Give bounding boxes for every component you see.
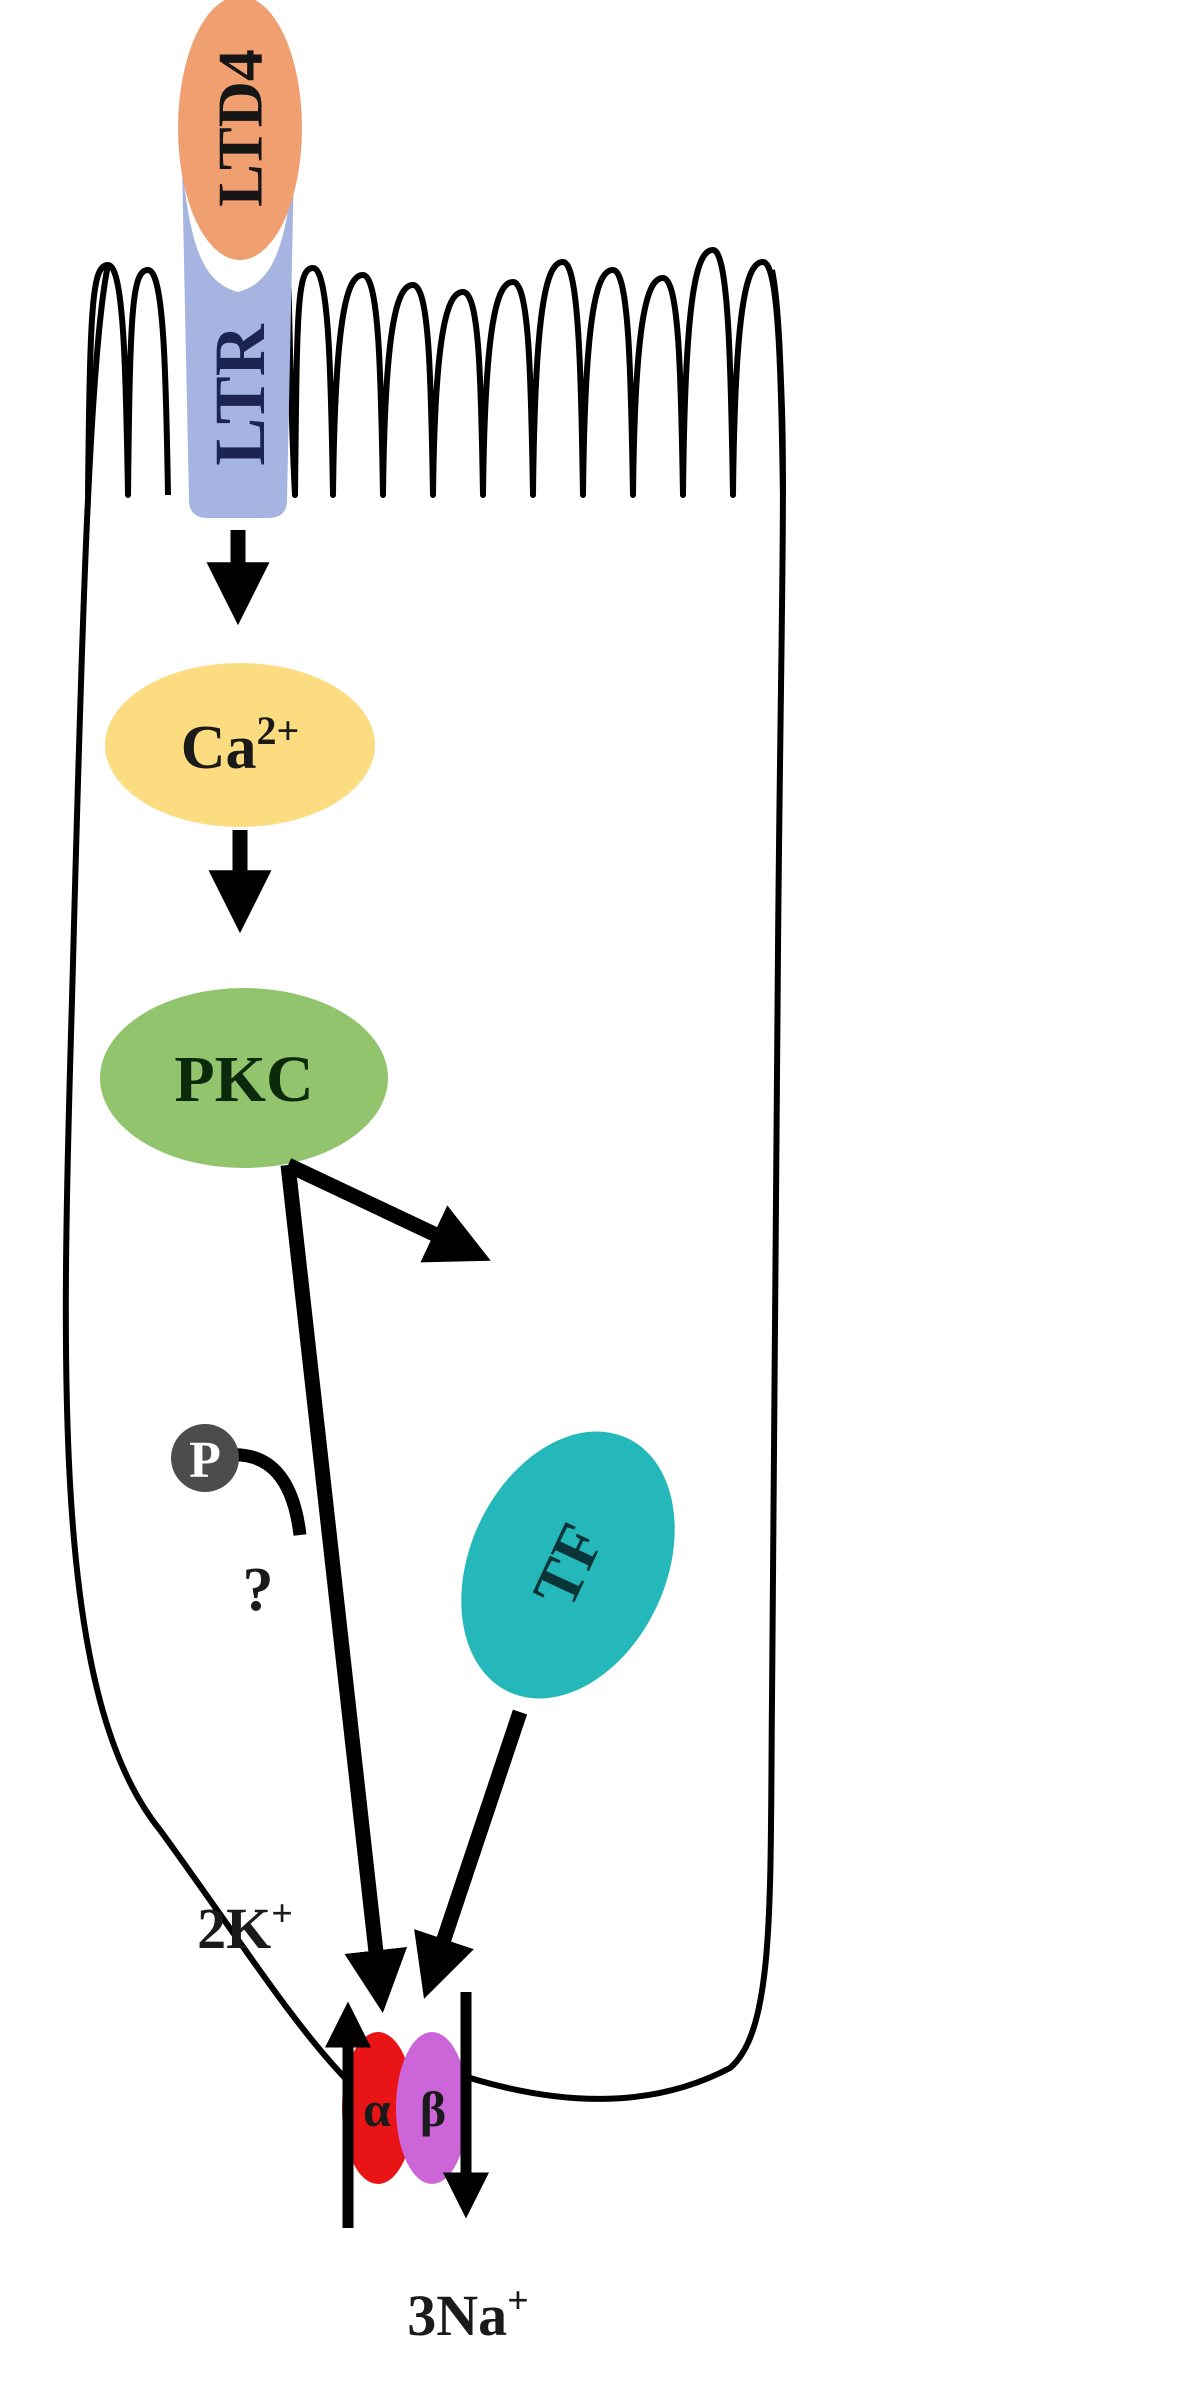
potassium-label-main: 2K — [197, 1896, 271, 1961]
unknown-mechanism-label: ? — [243, 1556, 274, 1624]
tf-ellipse — [461, 1431, 675, 1699]
calcium-label-main: Ca — [181, 714, 257, 782]
beta-subunit — [396, 2032, 468, 2184]
sodium-label-superscript: + — [507, 2280, 529, 2322]
pathway-arrows — [206, 530, 528, 2014]
beta-subunit-label: β — [420, 2081, 446, 2137]
ltr-receptor: LTR — [182, 165, 294, 518]
pkc-node: PKC — [100, 988, 388, 1168]
alpha-subunit — [342, 2032, 414, 2184]
ltd4-ligand: LTD4 — [178, 0, 302, 260]
microvilli-membrane — [85, 247, 786, 498]
calcium-ellipse — [105, 663, 375, 827]
sodium-label: 3Na+ — [407, 2280, 529, 2348]
cell-membrane-outline — [62, 264, 786, 2102]
ltr-label: LTR — [200, 323, 280, 465]
arrow-tf-to-pump — [414, 1709, 528, 1999]
ltd4-ellipse — [178, 0, 302, 260]
na-k-pump: α β — [324, 1992, 490, 2228]
tf-node: TF — [461, 1431, 675, 1699]
potassium-label: 2K+ — [197, 1893, 293, 1961]
calcium-node: Ca2+ — [105, 663, 375, 827]
alpha-subunit-label: α — [363, 2081, 391, 2137]
pkc-label: PKC — [174, 1043, 313, 1116]
potassium-label-superscript: + — [271, 1893, 293, 1935]
pkc-ellipse — [100, 988, 388, 1168]
phosphate-node: P — [171, 1424, 239, 1492]
arrow-pkc-to-pump — [280, 1164, 408, 2014]
calcium-label-superscript: 2+ — [256, 708, 299, 753]
ltr-receptor-body — [182, 165, 294, 518]
arrow-pkc-to-tf — [284, 1158, 491, 1263]
ltd4-label: LTD4 — [205, 49, 276, 207]
phosphate-connector — [227, 1448, 307, 1536]
calcium-label: Ca2+ — [181, 708, 300, 782]
sodium-label-main: 3Na — [407, 2283, 507, 2348]
phosphate-label: P — [189, 1432, 221, 1489]
phosphate-circle — [171, 1424, 239, 1492]
